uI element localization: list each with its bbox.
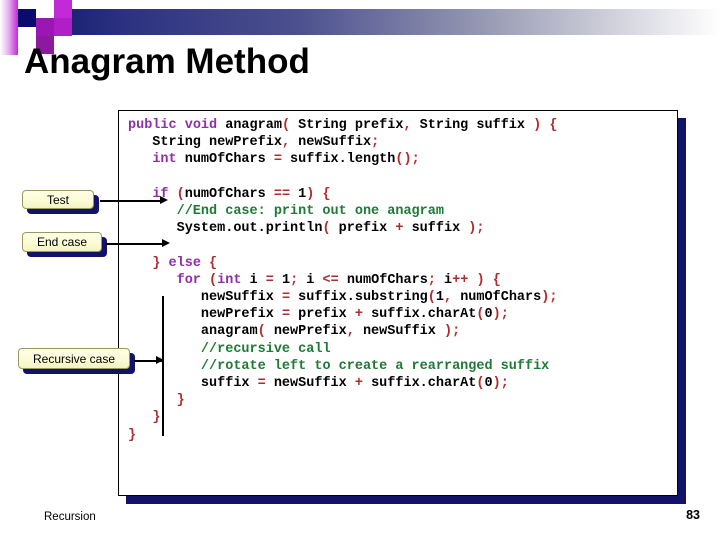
deco-square-gradient: [0, 0, 18, 55]
recursive-block-bracket: [162, 296, 164, 436]
callout-end-case[interactable]: End case: [22, 232, 107, 257]
code-panel: [118, 110, 678, 496]
callout-label: Recursive case: [18, 348, 130, 369]
deco-square-purple: [36, 18, 54, 36]
callout-label: End case: [22, 232, 102, 252]
arrow-right-icon: [162, 239, 170, 247]
page-title: Anagram Method: [24, 42, 310, 81]
deco-square-purple-dark: [36, 36, 54, 54]
deco-square-magenta-2: [54, 18, 72, 36]
callout-recursive-case[interactable]: Recursive case: [18, 348, 135, 374]
arrow-line-test: [100, 200, 162, 202]
callout-test[interactable]: Test: [22, 190, 99, 214]
arrow-line-recursive-case: [134, 360, 162, 362]
deco-square-white-top: [18, 0, 36, 9]
arrow-right-icon: [156, 356, 164, 364]
header-gradient-bar: [40, 9, 720, 35]
deco-square-navy: [18, 9, 36, 27]
callout-label: Test: [22, 190, 94, 209]
arrow-line-end-case: [106, 243, 164, 245]
deco-square-white: [36, 0, 54, 18]
page-number: 83: [686, 508, 700, 522]
code-listing: public void anagram( String prefix, Stri…: [128, 118, 558, 443]
footer-topic: Recursion: [44, 511, 96, 523]
arrow-right-icon: [160, 196, 168, 204]
deco-square-magenta: [54, 0, 72, 18]
